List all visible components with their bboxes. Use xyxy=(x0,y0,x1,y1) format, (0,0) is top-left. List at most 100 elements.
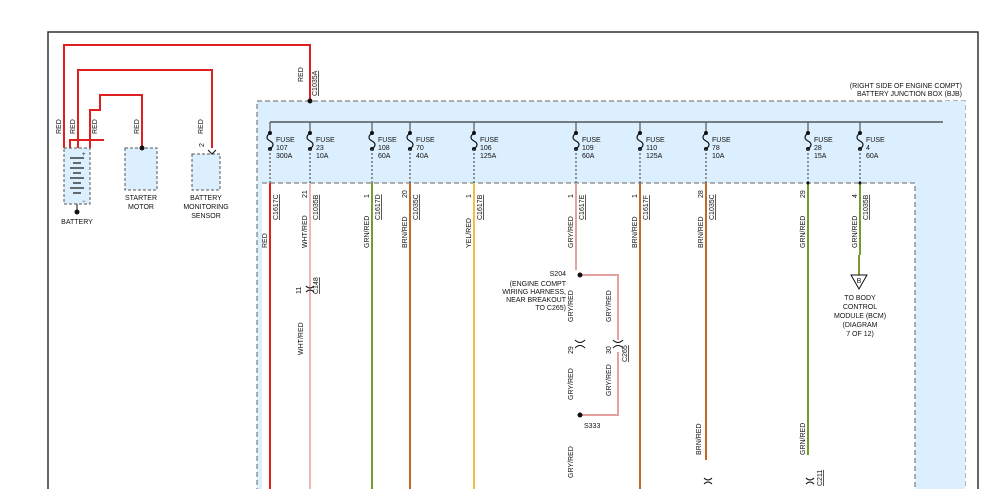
fuse-connector: C1035B xyxy=(863,194,870,220)
c148-wire-label: WHT/RED xyxy=(298,322,305,355)
fuse-number: 70 xyxy=(416,145,424,152)
fuse-symbol xyxy=(804,132,812,150)
c265-pin-right: 30 xyxy=(606,346,613,354)
s204-label: S204 xyxy=(550,271,566,278)
fuse-number: 23 xyxy=(316,145,324,152)
lower-brn-label: BRN/RED xyxy=(696,423,703,455)
fuse-connector: C1617E xyxy=(579,194,586,220)
top-connector-label: C1035A xyxy=(312,70,319,96)
fuse-number: 108 xyxy=(378,145,390,152)
fuse-box-exit-dot xyxy=(806,181,810,185)
fuse-rating: 10A xyxy=(712,153,725,160)
fuse-label: FUSE xyxy=(316,137,335,144)
c148-connector-label: C148 xyxy=(313,277,320,294)
splice-wire-left: GRY/RED xyxy=(568,290,575,322)
fuse-terminal-dot xyxy=(638,131,642,135)
fuse-number: 28 xyxy=(814,145,822,152)
c148-connector-symbol xyxy=(305,285,315,293)
battery-monitoring-sensor-symbol xyxy=(191,149,221,191)
fuse-symbol xyxy=(572,132,580,150)
fuse-wire-color: GRN/RED xyxy=(852,216,859,248)
fuse-symbol xyxy=(306,132,314,150)
fuse-connector: C1617C xyxy=(273,194,280,220)
fuse-terminal-dot xyxy=(704,131,708,135)
fuse-terminal-dot xyxy=(370,131,374,135)
fuse-wire-color: BRN/RED xyxy=(698,216,705,248)
s333-dot xyxy=(577,412,583,418)
fuse-number: 110 xyxy=(646,145,657,152)
splice-note-1: (ENGINE COMPT xyxy=(510,281,567,288)
fuse-label: FUSE xyxy=(378,137,397,144)
sensor-label-1: BATTERY xyxy=(190,195,222,202)
fuse-wire-color: BRN/RED xyxy=(632,216,639,248)
bcm-label-5: 7 OF 12) xyxy=(846,331,874,338)
bcm-label-1: TO BODY xyxy=(844,295,876,302)
c211-connector-label: C211 xyxy=(817,470,824,486)
battery-symbol: + − xyxy=(63,147,91,215)
sensor-label-2: MONITORING xyxy=(183,204,228,211)
fuse-rating: 40A xyxy=(416,153,429,160)
battery-junction-box xyxy=(256,100,966,489)
bcm-label-4: (DIAGRAM xyxy=(843,322,878,329)
fuse-rating: 60A xyxy=(378,153,391,160)
fuse-wire-color: GRN/RED xyxy=(800,216,807,248)
s333-label: S333 xyxy=(584,423,600,430)
fuse-wire-color: BRN/RED xyxy=(402,216,409,248)
fuse-terminal-dot xyxy=(472,131,476,135)
c265-connector-label: C265 xyxy=(622,345,629,362)
bcm-label-2: CONTROL xyxy=(843,304,877,311)
fuse-pin: 1 xyxy=(466,194,473,198)
fuse-label: FUSE xyxy=(276,137,295,144)
splice-wire-right: GRY/RED xyxy=(606,290,613,322)
fuse-connector: C1035C xyxy=(709,194,716,220)
fuse-rating: 60A xyxy=(582,153,595,160)
fuse-terminal-dot xyxy=(408,131,412,135)
splice-wire-bottom: GRY/RED xyxy=(568,446,575,478)
fuse-symbol xyxy=(368,132,376,150)
splice-note-4: TO C265) xyxy=(535,305,566,312)
top-wire-color-label: RED xyxy=(298,67,305,82)
bjb-location-label: (RIGHT SIDE OF ENGINE COMPT) xyxy=(850,83,962,90)
fuse-group: FUSE107300AC1617CREDFUSE2310A21C1035BWHT… xyxy=(262,122,885,489)
fuse-terminal-dot xyxy=(268,131,272,135)
sensor-pin-label: 2 xyxy=(199,143,206,147)
splice-note-3: NEAR BREAKOUT xyxy=(506,297,567,304)
lower-grn-label: GRN/RED xyxy=(800,423,807,455)
bcm-arrow xyxy=(850,255,868,291)
fuse-symbol xyxy=(266,132,274,150)
c265-connector-symbol xyxy=(574,339,624,349)
svg-text:−: − xyxy=(82,199,86,205)
fuse-pin: 1 xyxy=(632,194,639,198)
fuse-terminal-dot xyxy=(806,131,810,135)
fuse-label: FUSE xyxy=(480,137,499,144)
fuse-symbol xyxy=(636,132,644,150)
fuse-connector: C1617D xyxy=(375,194,382,220)
fuse-terminal-dot xyxy=(858,131,862,135)
fuse-pin: 4 xyxy=(852,194,859,198)
fuse-label: FUSE xyxy=(582,137,601,144)
fuse-pin: 21 xyxy=(302,190,309,198)
battery-label: BATTERY xyxy=(61,219,93,226)
lower-brn-connector-symbol xyxy=(703,477,713,485)
fuse-number: 109 xyxy=(582,145,594,152)
fuse-connector: C1035C xyxy=(413,194,420,220)
fuse-symbol xyxy=(702,132,710,150)
starter-motor-symbol xyxy=(124,145,158,191)
fuse-pin: 1 xyxy=(568,194,575,198)
left-wire-label: RED xyxy=(70,119,77,134)
fuse-label: FUSE xyxy=(866,137,885,144)
bcm-label-3: MODULE (BCM) xyxy=(834,313,886,320)
left-wire-label: RED xyxy=(56,119,63,134)
fuse-number: 107 xyxy=(276,145,288,152)
fuse-rating: 125A xyxy=(646,153,663,160)
fuse-symbol xyxy=(406,132,414,150)
fuse-connector: C1035B xyxy=(313,194,320,220)
fuse-rating: 15A xyxy=(814,153,827,160)
bjb-name-label: BATTERY JUNCTION BOX (BJB) xyxy=(857,91,962,98)
fuse-rating: 10A xyxy=(316,153,329,160)
bcm-arrow-letter: B xyxy=(857,278,862,285)
fuse-wire-color: GRN/RED xyxy=(364,216,371,248)
c265-pin-left: 29 xyxy=(568,346,575,354)
fuse-label: FUSE xyxy=(814,137,833,144)
